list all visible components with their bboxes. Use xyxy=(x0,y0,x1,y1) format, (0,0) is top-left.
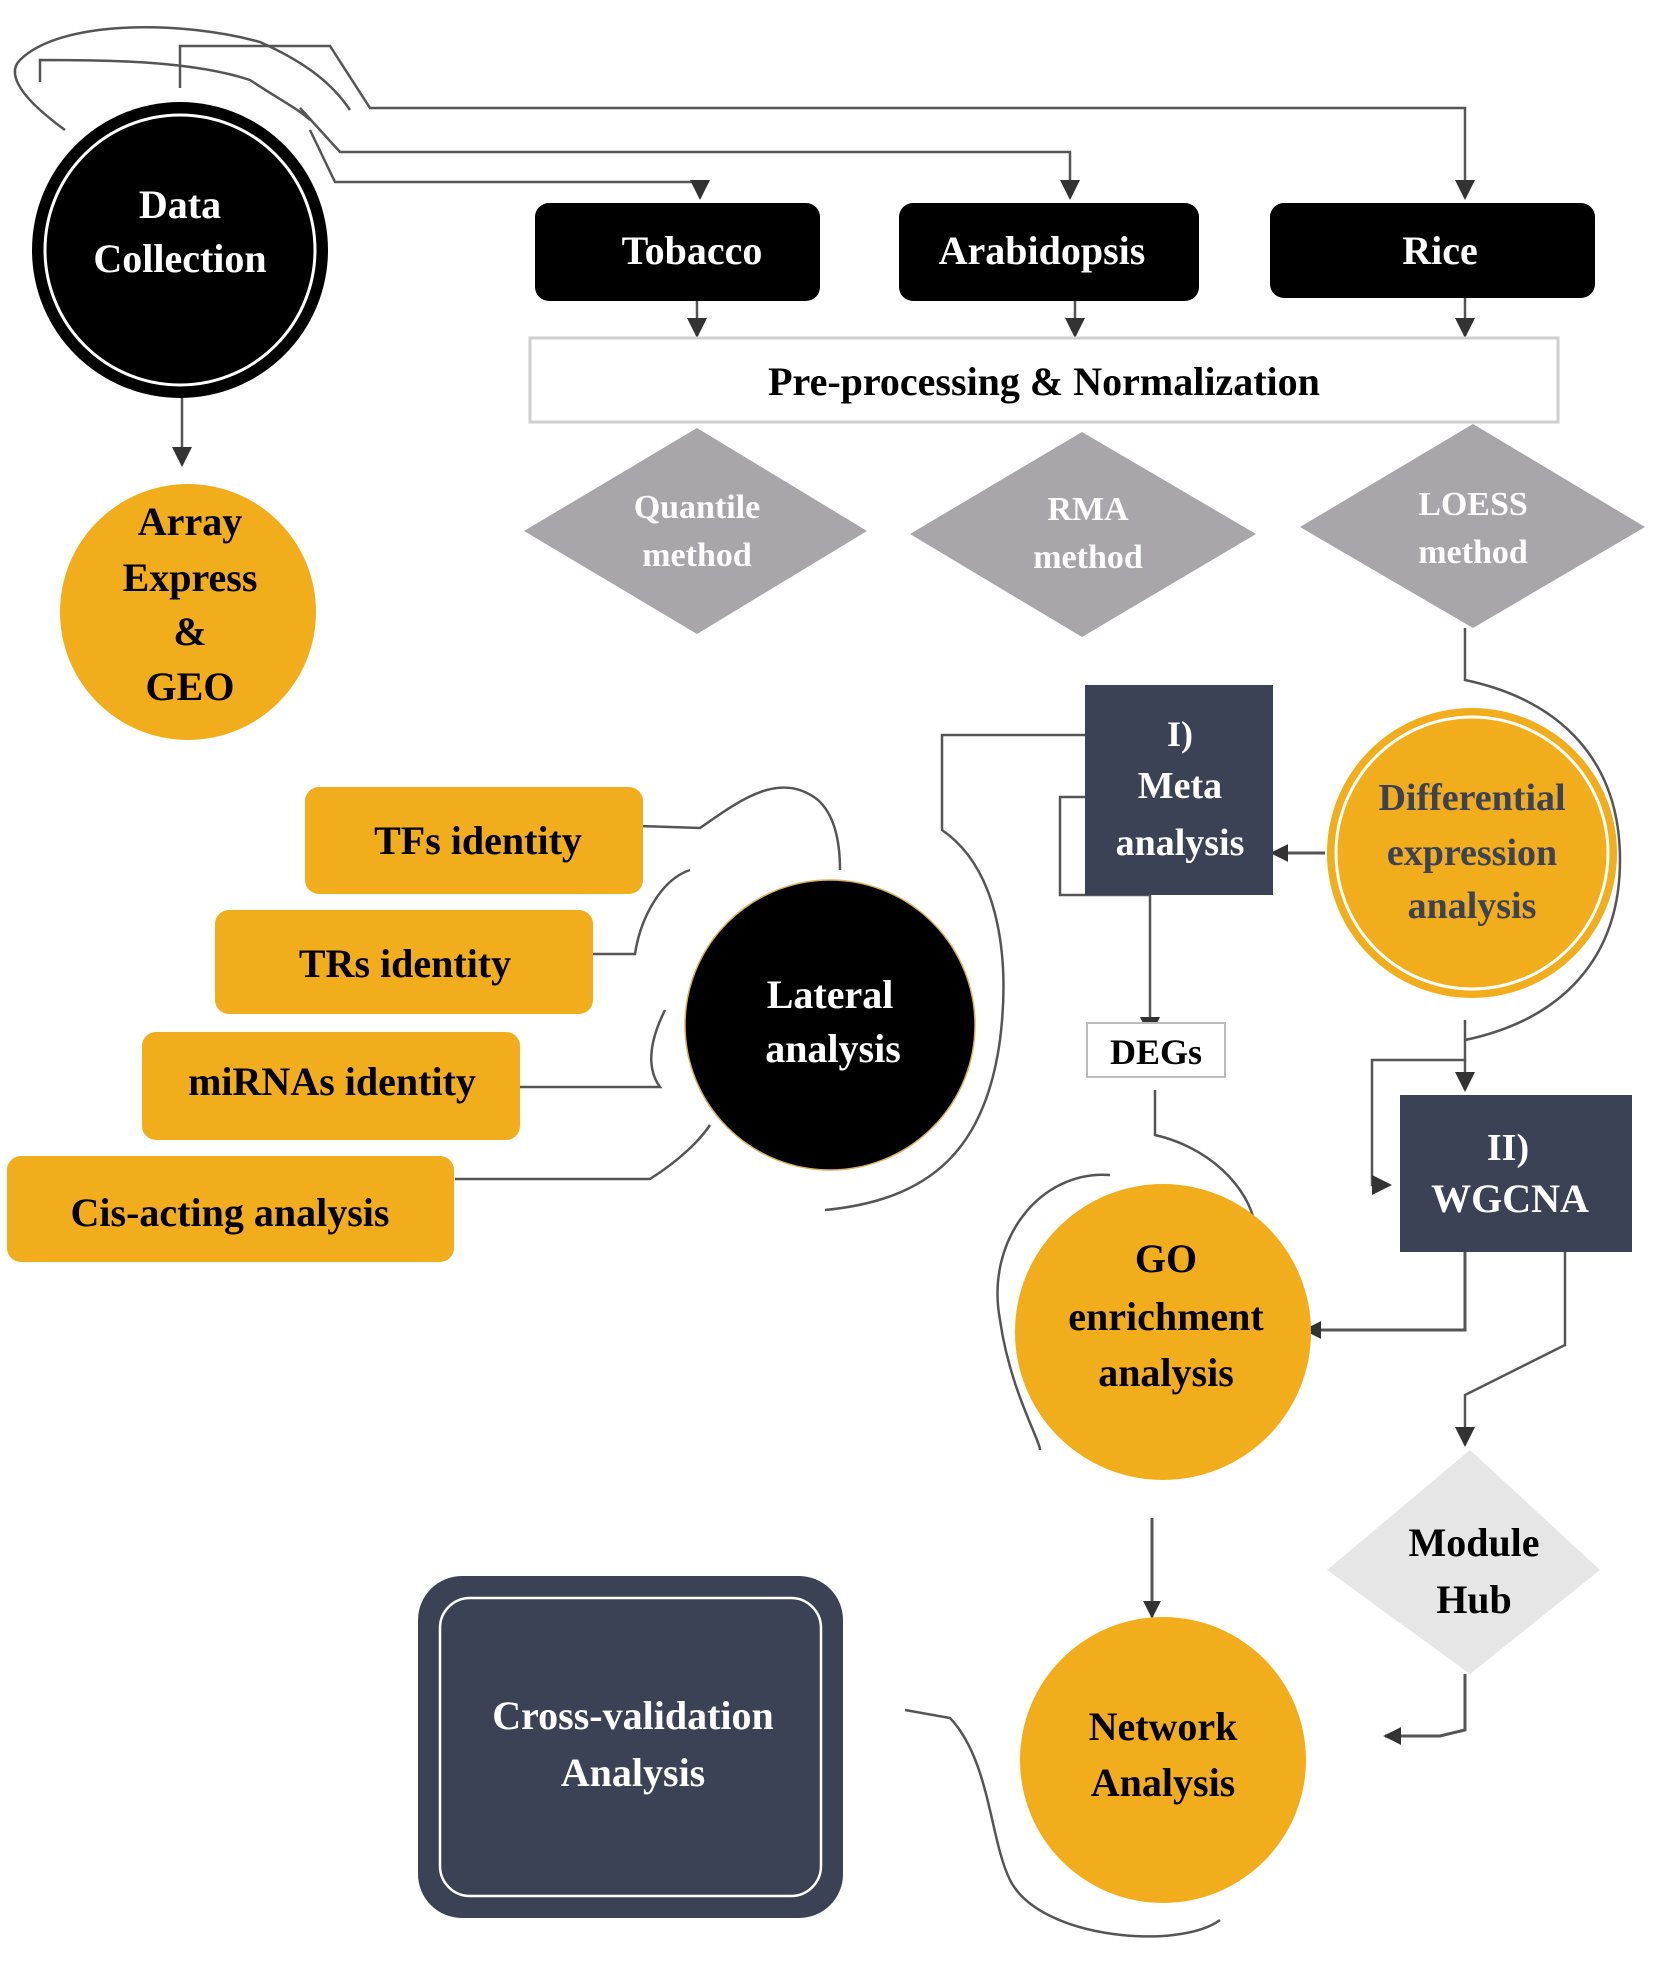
rice-node: Rice xyxy=(1270,203,1595,298)
connector-meta-degs xyxy=(1058,795,1160,1037)
arabidopsis-label: Arabidopsis xyxy=(939,228,1146,273)
connector-tfs-lateral xyxy=(639,786,842,871)
connector-cis-lateral xyxy=(455,1124,712,1181)
connector-wgcna-hub xyxy=(1455,1250,1567,1447)
mirnas-label: miRNAs identity xyxy=(188,1059,476,1104)
connector-outer-arc xyxy=(13,26,352,132)
rma-node: RMA method xyxy=(910,432,1256,637)
connector-network-cv xyxy=(904,1708,1221,1938)
preprocessing-label: Pre-processing & Normalization xyxy=(768,359,1320,404)
rma-line2: method xyxy=(1033,539,1143,576)
rice-label: Rice xyxy=(1402,228,1478,273)
quantile-node: Quantile method xyxy=(524,428,867,634)
source-node: Array Express & GEO xyxy=(60,484,316,740)
tfs-label: TFs identity xyxy=(374,818,582,863)
trs-label: TRs identity xyxy=(299,941,511,986)
cis-node: Cis-acting analysis xyxy=(7,1156,454,1262)
module-hub-line1: Module xyxy=(1408,1520,1539,1565)
cross-validation-line1: Cross-validation xyxy=(492,1693,774,1738)
lateral-line2: analysis xyxy=(765,1026,901,1071)
connector-mirnas-lateral xyxy=(520,1009,667,1089)
wgcna-node: II) WGCNA xyxy=(1400,1095,1632,1252)
meta-line1: I) xyxy=(1167,714,1193,754)
tobacco-node: Tobacco xyxy=(535,203,820,301)
degs-label: DEGs xyxy=(1110,1032,1202,1072)
connector-inner-arc xyxy=(38,58,311,121)
meta-line2: Meta xyxy=(1138,765,1222,807)
tfs-node: TFs identity xyxy=(305,787,643,894)
connector-meta-lateral xyxy=(824,733,1085,1212)
connector-wgcna-go xyxy=(1303,1250,1467,1339)
network-line2: Analysis xyxy=(1091,1760,1236,1805)
connector-loess-diff xyxy=(1463,628,1622,1042)
wgcna-line2: WGCNA xyxy=(1431,1176,1589,1221)
network-node: Network Analysis xyxy=(1020,1617,1306,1903)
data-collection-line2: Collection xyxy=(93,236,266,281)
loess-line1: LOESS xyxy=(1418,486,1528,523)
connector-to-tobacco xyxy=(308,129,710,200)
rma-line1: RMA xyxy=(1047,491,1129,528)
mirnas-node: miRNAs identity xyxy=(142,1032,520,1140)
go-line3: analysis xyxy=(1098,1350,1234,1395)
connector-to-rice xyxy=(178,44,1475,200)
preprocessing-node: Pre-processing & Normalization xyxy=(528,336,1560,424)
meta-line3: analysis xyxy=(1116,822,1245,864)
source-line2: Express xyxy=(123,555,258,600)
source-line1: Array xyxy=(138,499,242,544)
source-line3: & xyxy=(173,609,206,654)
connector-diff-wgcna xyxy=(1370,1020,1467,1195)
wgcna-line1: II) xyxy=(1487,1127,1529,1169)
differential-line1: Differential xyxy=(1378,777,1565,819)
source-line4: GEO xyxy=(146,664,235,709)
quantile-line2: method xyxy=(642,537,752,574)
cis-label: Cis-acting analysis xyxy=(71,1190,390,1235)
differential-node: Differential expression analysis xyxy=(1327,708,1617,998)
differential-line2: expression xyxy=(1387,832,1557,874)
module-hub-node: Module Hub xyxy=(1327,1450,1600,1674)
cross-validation-line2: Analysis xyxy=(561,1750,706,1795)
data-collection-node: Data Collection xyxy=(32,102,328,398)
degs-node: DEGs xyxy=(1086,1022,1226,1078)
go-line2: enrichment xyxy=(1068,1294,1264,1339)
connector-go-left-arc xyxy=(996,1173,1111,1451)
connectors xyxy=(13,26,1622,1938)
loess-line2: method xyxy=(1418,534,1528,571)
lateral-node: Lateral analysis xyxy=(684,879,976,1171)
tobacco-label: Tobacco xyxy=(622,228,763,273)
module-hub-line2: Hub xyxy=(1436,1577,1512,1622)
differential-line3: analysis xyxy=(1408,885,1537,927)
data-collection-line1: Data xyxy=(139,182,221,227)
network-line1: Network xyxy=(1089,1704,1239,1749)
meta-node: I) Meta analysis xyxy=(1085,685,1273,895)
loess-node: LOESS method xyxy=(1300,424,1645,628)
cross-validation-node: Cross-validation Analysis xyxy=(418,1576,843,1918)
lateral-line1: Lateral xyxy=(767,972,894,1017)
connector-hub-network xyxy=(1383,1674,1467,1745)
connector-to-arabidopsis xyxy=(299,107,1080,200)
trs-node: TRs identity xyxy=(215,910,593,1014)
go-line1: GO xyxy=(1135,1236,1197,1281)
arabidopsis-node: Arabidopsis xyxy=(899,203,1199,301)
go-node: GO enrichment analysis xyxy=(1015,1184,1311,1480)
connector-trs-lateral xyxy=(590,868,691,956)
quantile-line1: Quantile xyxy=(634,489,761,526)
